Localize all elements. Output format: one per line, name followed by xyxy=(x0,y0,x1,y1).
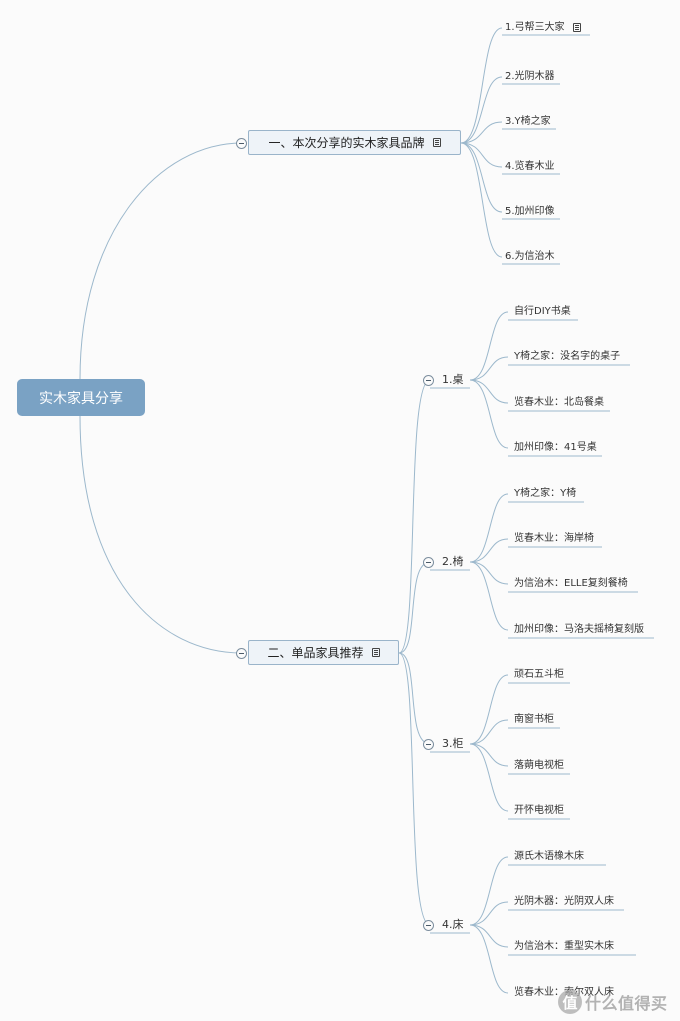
topic-brands[interactable]: 一、本次分享的实木家具品牌 xyxy=(248,130,461,155)
link-b1-item-3 xyxy=(460,121,503,144)
product-item[interactable]: 南窗书柜 xyxy=(514,714,554,725)
collapse-toggle-branch-2[interactable] xyxy=(236,648,247,659)
topic-recommendations[interactable]: 二、单品家具推荐 xyxy=(248,640,399,665)
brand-item[interactable]: 5.加州印像 xyxy=(505,205,555,218)
link-g2-item-1 xyxy=(469,493,509,563)
link-b1-item-2 xyxy=(460,76,503,144)
link-b2-group-2 xyxy=(398,561,431,654)
brand-item[interactable]: 2.光阴木器 xyxy=(505,70,555,83)
product-item[interactable]: 览春木业：海岸椅 xyxy=(514,533,594,544)
link-b1-item-5 xyxy=(460,142,503,213)
brand-item-label: 1.弓帮三大家 xyxy=(505,22,565,33)
link-root-branch-2 xyxy=(79,415,243,654)
watermark-seal-icon: 值 xyxy=(558,990,582,1014)
group-desks[interactable]: 1.桌 xyxy=(442,373,464,386)
link-b1-item-1 xyxy=(460,27,503,144)
brand-item[interactable]: 6.为信治木 xyxy=(505,250,555,263)
root-topic-label: 实木家具分享 xyxy=(39,390,123,407)
brand-item-label: 3.Y椅之家 xyxy=(505,116,551,127)
link-g3-item-2 xyxy=(469,719,509,745)
watermark: 值 什么值得买 xyxy=(558,990,668,1014)
link-g2-item-2 xyxy=(469,538,509,563)
group-beds[interactable]: 4.床 xyxy=(442,918,464,931)
watermark-text: 什么值得买 xyxy=(585,994,668,1013)
note-icon[interactable] xyxy=(371,648,380,657)
root-topic[interactable]: 实木家具分享 xyxy=(17,379,145,416)
link-g3-item-4 xyxy=(469,743,509,812)
link-g4-item-3 xyxy=(469,924,509,948)
product-item[interactable]: 为信治木：ELLE复刻餐椅 xyxy=(514,578,628,589)
product-item[interactable]: 为信治木：重型实木床 xyxy=(514,941,614,952)
link-g1-item-4 xyxy=(469,379,509,449)
link-g1-item-3 xyxy=(469,379,509,404)
link-g1-item-2 xyxy=(469,356,509,381)
product-item[interactable]: 源氏木语橡木床 xyxy=(514,851,584,862)
link-b2-group-3 xyxy=(398,652,431,745)
product-item[interactable]: 光阴木器：光阴双人床 xyxy=(514,896,614,907)
link-g4-item-4 xyxy=(469,924,509,994)
product-item[interactable]: 落蒴电视柜 xyxy=(514,760,564,771)
note-icon[interactable] xyxy=(432,138,441,147)
product-item[interactable]: 自行DIY书桌 xyxy=(514,306,571,317)
link-g4-item-2 xyxy=(469,901,509,926)
link-root-branch-1 xyxy=(79,142,243,380)
product-item[interactable]: 加州印像：马洛夫摇椅复刻版 xyxy=(514,624,644,635)
brand-item[interactable]: 4.览春木业 xyxy=(505,160,555,173)
collapse-toggle-branch-1[interactable] xyxy=(236,138,247,149)
link-b2-group-4 xyxy=(398,652,431,926)
brand-item-label: 4.览春木业 xyxy=(505,161,555,172)
collapse-toggle-group-2[interactable] xyxy=(423,557,434,568)
link-b2-group-1 xyxy=(398,379,431,654)
collapse-toggle-group-3[interactable] xyxy=(423,739,434,750)
group-cabinets[interactable]: 3.柜 xyxy=(442,737,464,750)
link-g1-item-1 xyxy=(469,311,509,381)
link-g3-item-3 xyxy=(469,743,509,767)
link-g4-item-1 xyxy=(469,856,509,926)
product-item[interactable]: Y椅之家：Y椅 xyxy=(514,488,577,499)
collapse-toggle-group-4[interactable] xyxy=(423,920,434,931)
product-item[interactable]: 顽石五斗柜 xyxy=(514,669,564,680)
brand-item-label: 5.加州印像 xyxy=(505,206,555,217)
note-icon[interactable] xyxy=(572,23,581,32)
brand-item-label: 2.光阴木器 xyxy=(505,71,555,82)
topic-brands-label: 一、本次分享的实木家具品牌 xyxy=(268,136,425,150)
brand-item-label: 6.为信治木 xyxy=(505,251,555,262)
link-g2-item-3 xyxy=(469,561,509,585)
collapse-toggle-group-1[interactable] xyxy=(423,375,434,386)
group-chairs[interactable]: 2.椅 xyxy=(442,555,464,568)
link-b1-item-4 xyxy=(460,142,503,168)
link-g3-item-1 xyxy=(469,674,509,745)
product-item[interactable]: 览春木业：北岛餐桌 xyxy=(514,397,604,408)
product-item[interactable]: Y椅之家：没名字的桌子 xyxy=(514,351,621,362)
link-b1-item-6 xyxy=(460,142,503,258)
link-g2-item-4 xyxy=(469,561,509,631)
product-item[interactable]: 开怀电视柜 xyxy=(514,805,564,816)
brand-item[interactable]: 3.Y椅之家 xyxy=(505,115,551,128)
product-item[interactable]: 加州印像：41号桌 xyxy=(514,442,597,453)
topic-recommendations-label: 二、单品家具推荐 xyxy=(267,646,364,660)
brand-item[interactable]: 1.弓帮三大家 xyxy=(505,21,581,34)
